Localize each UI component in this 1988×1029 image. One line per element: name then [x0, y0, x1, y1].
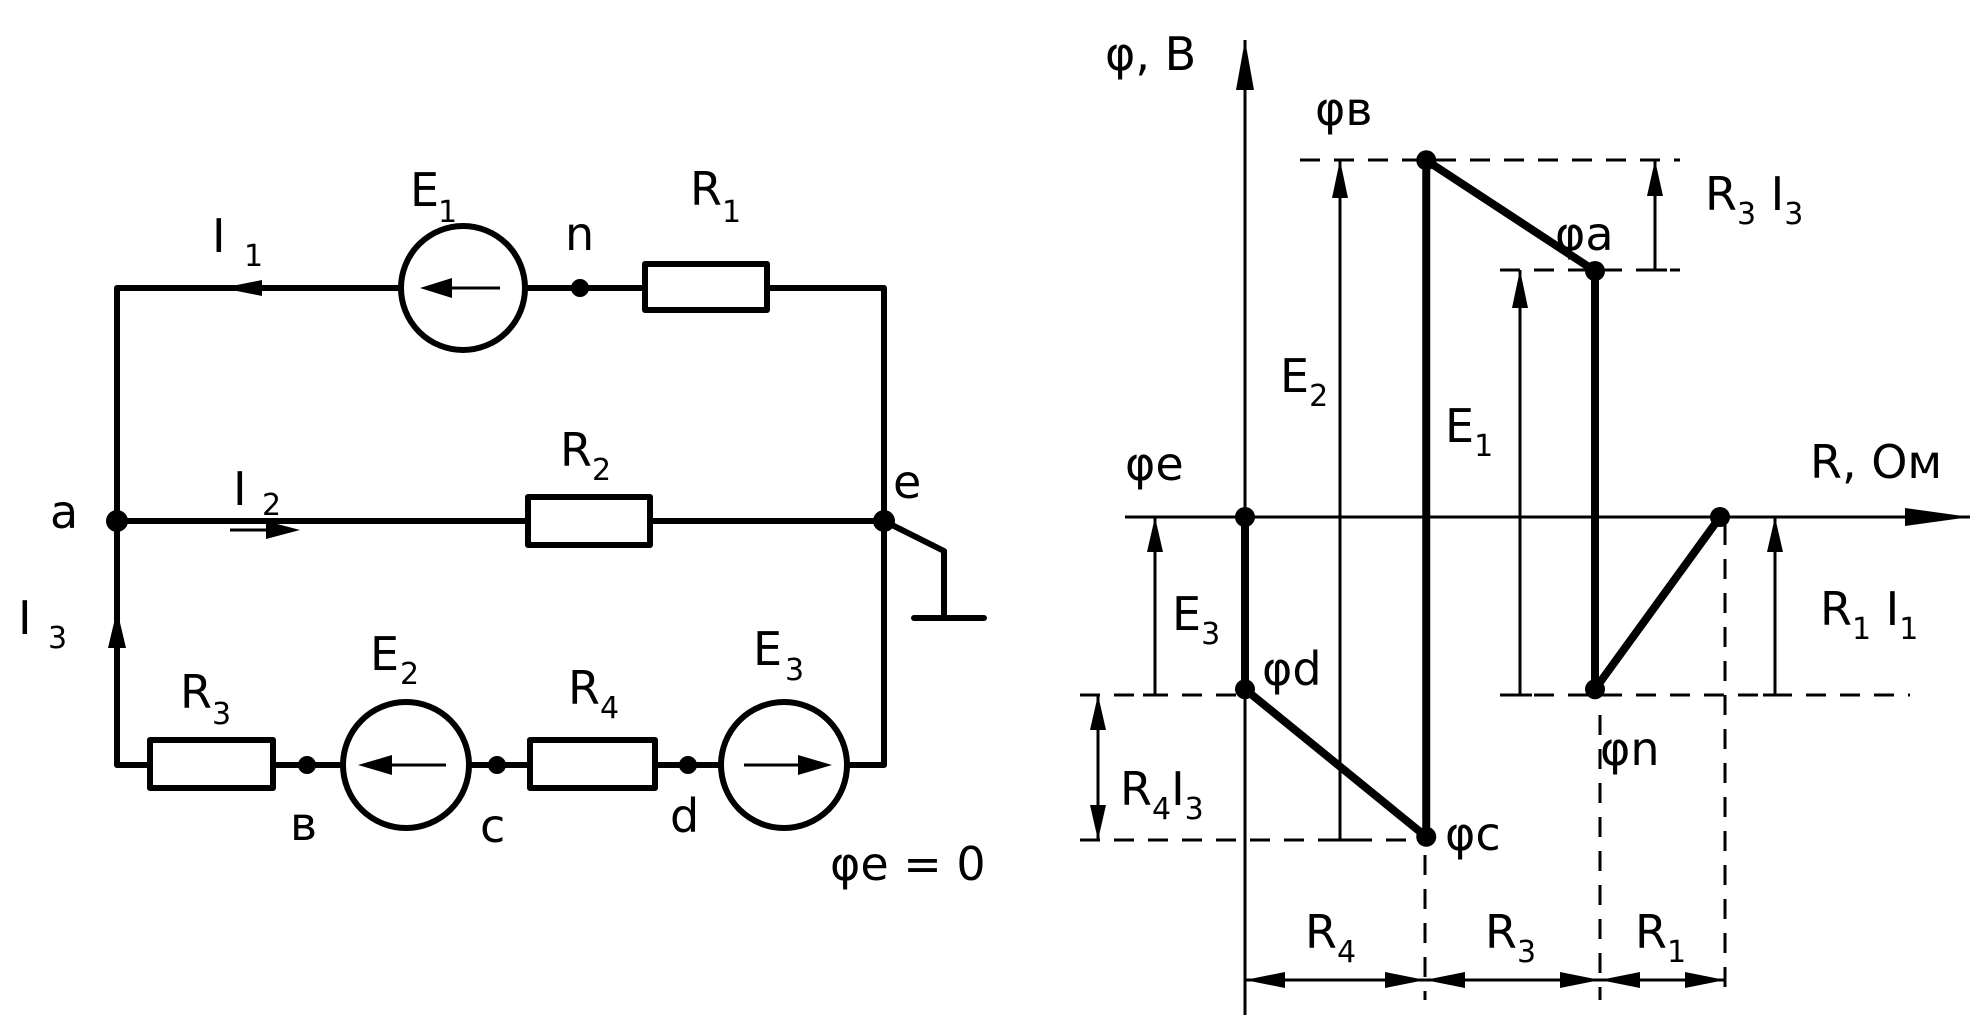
- potential-point: [1235, 679, 1255, 700]
- label-R3: R: [180, 665, 212, 719]
- source-E1: [398, 223, 528, 353]
- point-label-phi-n: φn: [1600, 722, 1660, 776]
- node-b: [298, 756, 316, 774]
- dim-E2-label: E2: [1280, 349, 1328, 414]
- point-label-phi-c: φc: [1445, 807, 1501, 861]
- label-R2-sub: 2: [592, 453, 611, 488]
- bottom-dim-R1: R1: [1635, 905, 1686, 970]
- dim-E3-label: E3: [1172, 587, 1220, 652]
- label-node-d: d: [670, 789, 699, 843]
- label-R4-sub: 4: [600, 691, 619, 726]
- node-n: [571, 279, 589, 297]
- x-axis-label: R, Ом: [1810, 435, 1942, 489]
- label-E3-sub: 3: [785, 653, 804, 688]
- label-node-e: e: [893, 455, 921, 509]
- resistor-R1: [642, 261, 770, 313]
- potential-point: [1416, 150, 1437, 171]
- bottom-dim-R3: R3: [1485, 905, 1536, 970]
- dim-R1I1-label: R1 I1: [1820, 582, 1918, 647]
- label-node-c: c: [480, 799, 505, 853]
- point-label-phi-b: φв: [1315, 82, 1372, 136]
- node-d: [679, 756, 697, 774]
- ground-symbol: [881, 518, 987, 621]
- label-node-n: n: [565, 207, 594, 261]
- chart-points: [1235, 150, 1730, 847]
- potential-diagram: φ, B R, Ом E2 E1 E3 R3 I3 R1: [1080, 27, 1970, 1015]
- current-I3-arrow: [108, 610, 126, 648]
- label-node-b: в: [290, 797, 317, 851]
- current-I1-arrow: [222, 280, 262, 296]
- label-I1: I: [212, 209, 226, 263]
- potential-point: [1710, 507, 1730, 527]
- dim-R4I3-label: R4I3: [1120, 762, 1204, 827]
- potential-point: [1416, 826, 1437, 847]
- point-label-phi-d: φd: [1262, 642, 1322, 696]
- label-E2-sub: 2: [400, 657, 419, 692]
- label-I1-sub: 1: [244, 239, 263, 274]
- resistor-R3: [147, 737, 276, 791]
- point-label-phi-a: φa: [1555, 207, 1614, 261]
- label-R2: R: [560, 423, 592, 477]
- dim-R3I3-label: R3 I3: [1705, 167, 1803, 232]
- label-I2: I: [233, 462, 247, 516]
- bottom-dim-R4: R4: [1305, 905, 1356, 970]
- label-E1: E: [410, 163, 439, 217]
- node-c: [488, 756, 506, 774]
- label-I3: I: [18, 591, 32, 645]
- label-R1: R: [690, 162, 722, 216]
- resistor-R4: [527, 737, 658, 791]
- source-E3: [718, 699, 850, 831]
- point-label-phi-e: φe: [1125, 437, 1184, 491]
- label-I2-sub: 2: [262, 488, 281, 523]
- label-node-a: a: [50, 485, 78, 539]
- dim-E1-label: E1: [1445, 399, 1493, 464]
- source-E2: [340, 699, 472, 831]
- label-R1-sub: 1: [722, 195, 741, 230]
- potential-segment: [1241, 685, 1431, 841]
- potential-segment: [1422, 156, 1599, 275]
- label-E2: E: [370, 627, 399, 681]
- potential-segment: [1591, 513, 1724, 694]
- potential-point: [1585, 679, 1605, 700]
- potential-point: [1585, 261, 1605, 281]
- y-axis-label: φ, B: [1105, 27, 1196, 81]
- x-axis-arrow: [1905, 508, 1970, 526]
- label-E3: E: [753, 622, 782, 676]
- resistor-R2: [525, 494, 653, 548]
- chart-series: [1241, 156, 1724, 841]
- y-axis-arrow: [1236, 40, 1254, 90]
- label-R3-sub: 3: [212, 697, 231, 732]
- potential-point: [1235, 507, 1255, 527]
- circuit-diagram: E 1 R 1 n I 1 R 2 I 2 a e I 3 R 3 E 2 R …: [18, 162, 987, 891]
- label-ground-note: φe = 0: [830, 837, 986, 891]
- label-E1-sub: 1: [438, 195, 457, 230]
- label-I3-sub: 3: [48, 621, 67, 656]
- label-R4: R: [568, 661, 600, 715]
